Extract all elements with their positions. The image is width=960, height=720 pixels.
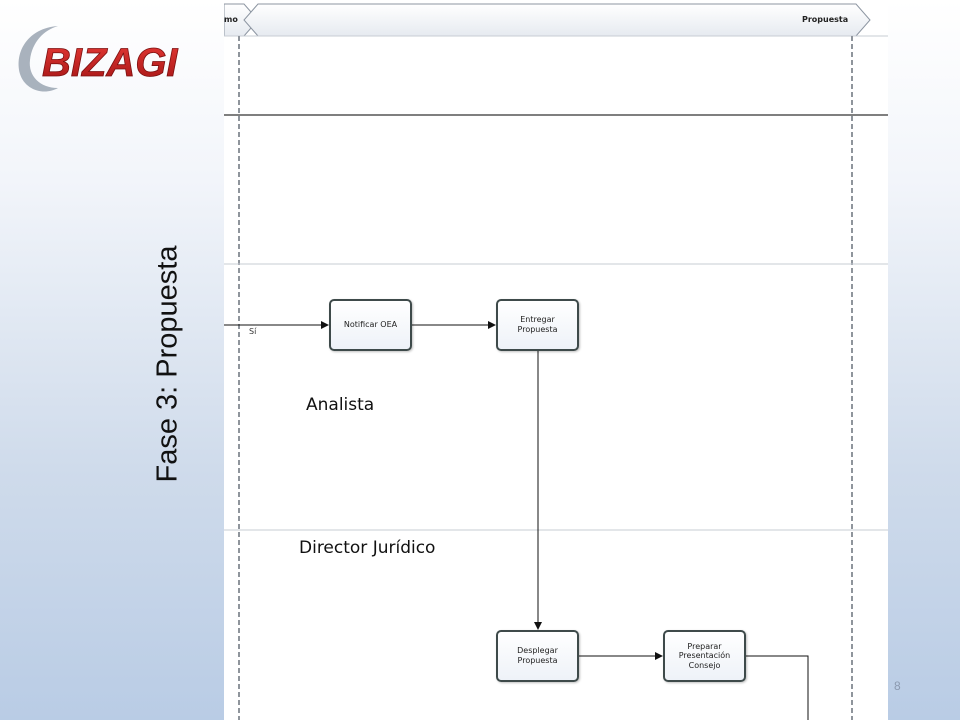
slide-title: Fase 3: Propuesta [151, 245, 184, 483]
flow-preparar-out [746, 655, 809, 720]
page-number: 8 [894, 679, 901, 693]
task-desplegar-propuesta[interactable]: Desplegar Propuesta [496, 630, 579, 682]
phase-label: mo [224, 15, 238, 24]
diagram-canvas [224, 3, 888, 720]
flow-label-si: Sí [249, 327, 257, 336]
process-diagram: mo Propuesta Sí Notificar OEA Entregar P… [224, 0, 888, 720]
task-notificar-oea[interactable]: Notificar OEA [329, 299, 412, 351]
svg-text:BIZAGI: BIZAGI [42, 41, 178, 85]
phase-label: Propuesta [802, 15, 849, 24]
task-preparar-presentacion[interactable]: Preparar Presentación Consejo [663, 630, 746, 682]
lane-label-analista: Analista [306, 395, 375, 415]
bizagi-logo: BIZAGI [18, 26, 179, 92]
task-entregar-propuesta[interactable]: Entregar Propuesta [496, 299, 579, 351]
phase-header [224, 3, 888, 37]
lane-label-director-juridico: Director Jurídico [299, 538, 436, 558]
